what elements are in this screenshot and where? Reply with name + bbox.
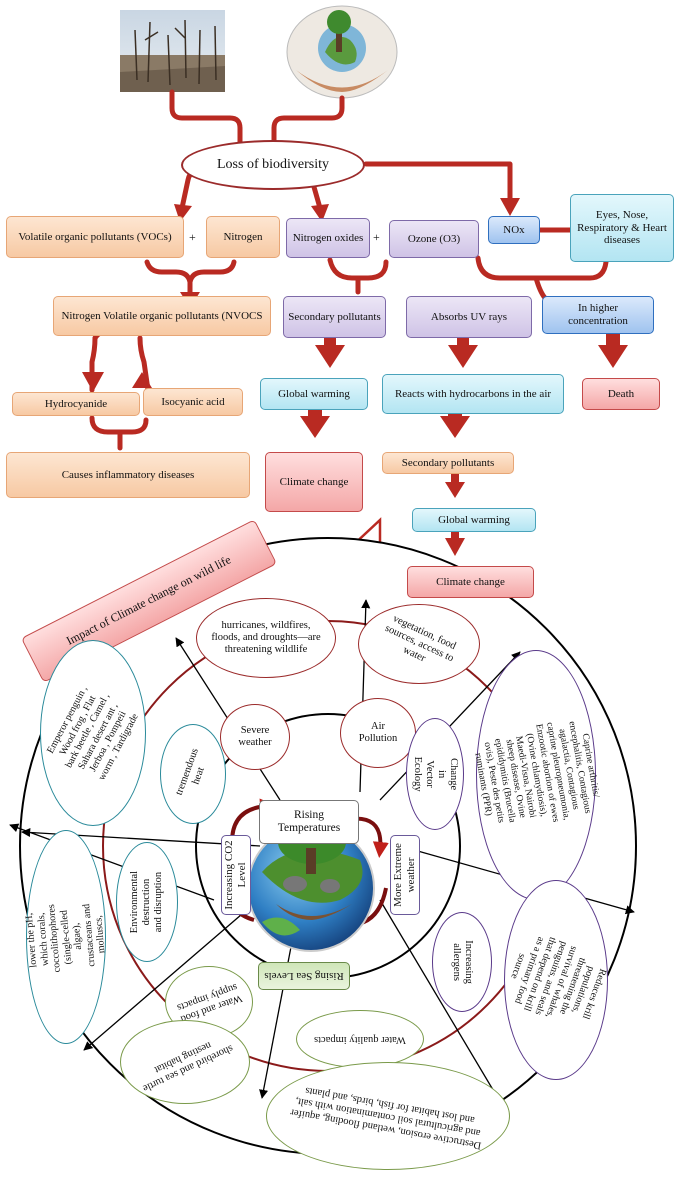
water-quality-oval: Water quality impacts: [296, 1010, 424, 1068]
lower-ph-label: lower the pH, which corals, coccolithoph…: [23, 903, 108, 973]
caprine-label: Caprine arthritis/ encephalitis, Contagi…: [472, 720, 601, 824]
destructive-label: Destructive erosion, wetland flooding, a…: [289, 1084, 483, 1151]
loss-label: Loss of biodiversity: [217, 156, 329, 172]
vegetation-oval: vegetation, food sources, access to wate…: [358, 604, 480, 684]
inflammatory-diseases-box: Causes inflammatory diseases: [6, 452, 250, 498]
shorebird-label: shorebird and sea turtle nesting habitat: [140, 1039, 235, 1094]
nvocs-box: Nitrogen Volatile organic pollutants (NV…: [53, 296, 271, 336]
earth-in-hands-photo: [286, 5, 398, 99]
isocyanic-acid-box: Isocyanic acid: [143, 388, 243, 416]
plus-sign: +: [189, 230, 196, 244]
eyes-nose-box: Eyes, Nose, Respiratory & Heart diseases: [570, 194, 674, 262]
burned-forest-photo: [120, 10, 225, 92]
emperor-penguin-oval: Emperor penguin , Wood frog , Flat bark …: [40, 640, 146, 826]
climate-change-box-2: Climate change: [407, 566, 534, 598]
allergens-oval: Increasing allergens: [432, 912, 492, 1012]
krill-label: Reduces krill populations, threatening t…: [508, 935, 609, 1021]
water-quality-label: Water quality impacts: [314, 1034, 406, 1046]
tremendous-heat-label: tremendous heat: [173, 746, 207, 797]
more-extreme-weather-box: More Extreme weather: [390, 835, 420, 915]
env-destruction-label: Environmental destruction and disruption: [128, 870, 165, 934]
ozone-box: Ozone (O3): [389, 220, 479, 258]
secondary-pollutants-box-2: Secondary pollutants: [382, 452, 514, 474]
allergens-label: Increasing allergens: [451, 940, 475, 984]
plus-sign-2: +: [373, 230, 380, 244]
tremendous-heat-oval: tremendous heat: [160, 724, 226, 824]
reacts-hydrocarbons-box: Reacts with hydrocarbons in the air: [382, 374, 564, 414]
env-destruction-oval: Environmental destruction and disruption: [116, 842, 178, 962]
nitrogen-oxides-box: Nitrogen oxides: [286, 218, 370, 258]
global-warming-box: Global warming: [260, 378, 368, 410]
vector-ecology-oval: Change in Vector Ecology: [406, 718, 464, 830]
increasing-co2-box: Increasing CO2 Level: [221, 835, 251, 915]
food-supply-label: Water and food supply impacts: [175, 980, 244, 1025]
higher-concentration-box: In higher concentration: [542, 296, 654, 334]
emperor-label: Emperor penguin , Wood frog , Flat bark …: [44, 683, 141, 782]
vocs-box: Volatile organic pollutants (VOCs): [6, 216, 184, 258]
global-warming-box-2: Global warming: [412, 508, 536, 532]
shorebird-oval: shorebird and sea turtle nesting habitat: [120, 1020, 250, 1104]
nitrogen-box: Nitrogen: [206, 216, 280, 258]
severe-weather-oval: Severe weather: [220, 704, 290, 770]
krill-oval: Reduces krill populations, threatening t…: [504, 880, 608, 1080]
hurricanes-oval: hurricanes, wildfires, floods, and droug…: [196, 598, 336, 678]
climate-change-box: Climate change: [265, 452, 363, 512]
caprine-oval: Caprine arthritis/ encephalitis, Contagi…: [472, 650, 601, 900]
nox-box: NOx: [488, 216, 540, 244]
loss-of-biodiversity-oval: Loss of biodiversity: [181, 140, 365, 190]
vegetation-label: vegetation, food sources, access to wate…: [383, 613, 458, 665]
hydrocyanide-box: Hydrocyanide: [12, 392, 140, 416]
rising-temperatures-box: Rising Temperatures: [259, 800, 359, 844]
vector-ecology-label: Change in Vector Ecology: [411, 756, 460, 792]
lower-ph-oval: lower the pH, which corals, coccolithoph…: [23, 830, 108, 1044]
destructive-erosion-oval: Destructive erosion, wetland flooding, a…: [266, 1062, 510, 1170]
death-box: Death: [582, 378, 660, 410]
air-pollution-oval: Air Pollution: [340, 698, 416, 768]
absorbs-uv-box: Absorbs UV rays: [406, 296, 532, 338]
secondary-pollutants-box: Secondary pollutants: [283, 296, 386, 338]
rising-sea-levels-box: Rising Sea Levels: [258, 962, 350, 990]
